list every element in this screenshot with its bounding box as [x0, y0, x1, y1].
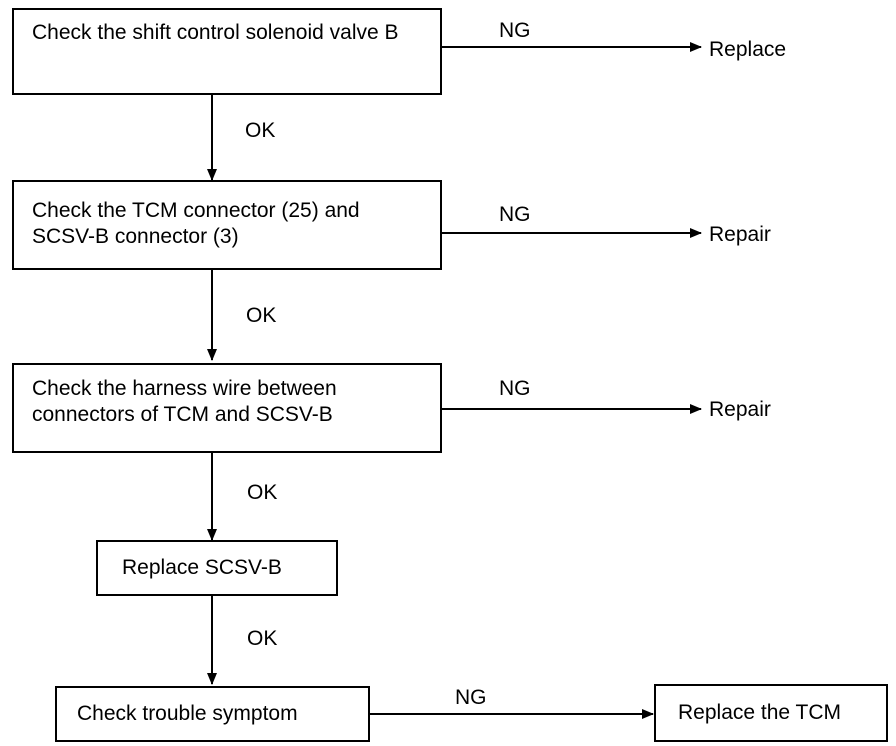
step-box-replace-scsv: Replace SCSV-B	[96, 540, 338, 596]
step-text: Replace SCSV-B	[122, 556, 282, 579]
ok-label: OK	[247, 627, 278, 650]
step-box-check-connectors: Check the TCM connector (25) and SCSV-B …	[12, 180, 442, 270]
step-box-check-solenoid: Check the shift control solenoid valve B	[12, 8, 442, 95]
ok-label: OK	[245, 119, 276, 142]
result-label-repair: Repair	[709, 223, 771, 246]
result-label-repair: Repair	[709, 398, 771, 421]
ng-label: NG	[455, 686, 487, 709]
ng-label: NG	[499, 203, 531, 226]
ng-label: NG	[499, 377, 531, 400]
ok-label: OK	[247, 481, 278, 504]
step-text: Check trouble symptom	[77, 702, 298, 725]
step-text: Check the shift control solenoid valve B	[32, 21, 399, 44]
ok-label: OK	[246, 304, 277, 327]
step-box-check-harness: Check the harness wire between connector…	[12, 363, 442, 453]
step-box-check-symptom: Check trouble symptom	[55, 686, 370, 742]
ng-label: NG	[499, 19, 531, 42]
result-text: Replace the TCM	[678, 701, 842, 724]
step-text: Check the TCM connector (25) and SCSV-B …	[32, 199, 360, 248]
result-label-replace: Replace	[709, 38, 787, 61]
step-text: Check the harness wire between connector…	[32, 377, 337, 426]
result-box-replace-tcm: Replace the TCM	[654, 684, 888, 742]
